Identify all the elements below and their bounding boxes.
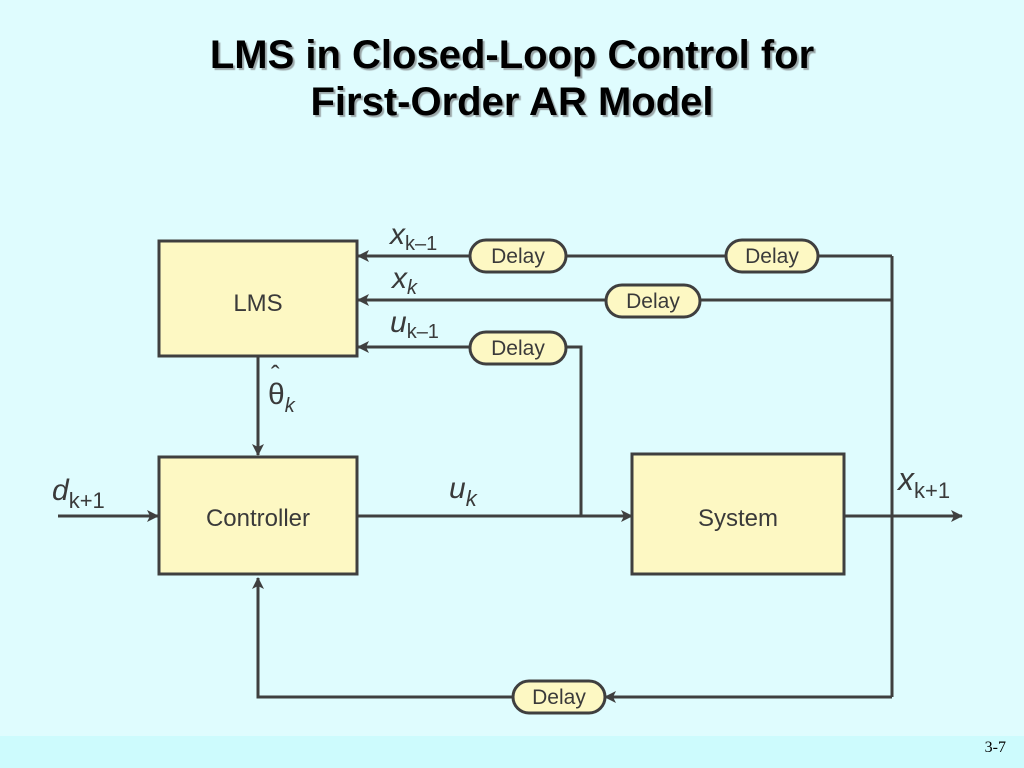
signal-xkm1-var: x	[388, 218, 406, 251]
title-line-2: First-Order AR Model	[310, 80, 714, 124]
signal-ukm1-var: u	[390, 306, 407, 339]
signal-dkp1: dk+1	[52, 474, 105, 513]
controller-label: Controller	[206, 505, 310, 532]
signal-dkp1-var: d	[52, 474, 70, 507]
signal-theta-sub: k	[285, 395, 296, 417]
lms-label: LMS	[233, 290, 282, 317]
delay-ukm1: Delay	[468, 330, 568, 366]
footer-strip	[0, 736, 1024, 768]
system-block: System	[630, 452, 846, 576]
signal-theta-hat: θk	[268, 378, 296, 417]
delay-xkm1-outer-label: Delay	[745, 245, 799, 268]
delay-xkm1-inner: Delay	[468, 238, 568, 274]
delay-ukm1-label: Delay	[491, 337, 545, 360]
delay-xkm1-inner-label: Delay	[491, 245, 545, 268]
signal-theta-hat-mark: ˆ	[271, 360, 280, 390]
wire-uk-to-delay	[566, 345, 583, 516]
signal-uk: uk	[449, 472, 478, 511]
controller-block: Controller	[157, 455, 359, 576]
delay-feedback: Delay	[511, 679, 607, 715]
signal-ukm1: uk–1	[390, 306, 439, 343]
signal-xk-var: x	[390, 262, 408, 295]
signal-xkp1: xk+1	[896, 461, 950, 503]
page-number: 3-7	[984, 739, 1006, 756]
signal-xkp1-sub: k+1	[914, 478, 950, 503]
delay-xk-label: Delay	[626, 290, 680, 313]
signal-uk-sub: k	[466, 486, 478, 511]
signal-theta-var: θ	[268, 378, 285, 411]
signal-xk: xk	[390, 262, 418, 299]
slide-title: LMS in Closed-Loop Control for First-Ord…	[0, 32, 1024, 126]
delay-xkm1-outer: Delay	[724, 238, 820, 274]
signal-xk-sub: k	[407, 277, 418, 299]
signal-xkm1-sub: k–1	[405, 233, 437, 255]
wire-feedback-left	[252, 577, 513, 699]
signal-xkp1-var: x	[896, 461, 915, 497]
title-line-1: LMS in Closed-Loop Control for	[209, 33, 815, 77]
lms-block: LMS	[157, 239, 359, 358]
system-label: System	[698, 505, 778, 532]
signal-uk-var: u	[449, 472, 466, 505]
signal-ukm1-sub: k–1	[407, 321, 439, 343]
delay-feedback-label: Delay	[532, 686, 586, 709]
delay-xk: Delay	[604, 283, 702, 319]
signal-xkm1: xk–1	[388, 218, 437, 255]
signal-dkp1-sub: k+1	[69, 488, 105, 513]
